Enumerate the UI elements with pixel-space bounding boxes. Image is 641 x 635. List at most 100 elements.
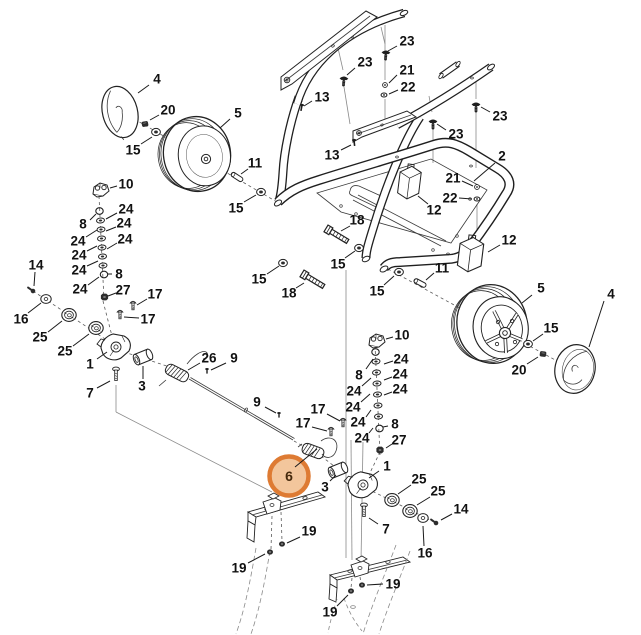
leader-line <box>361 377 372 387</box>
leader-line <box>303 100 313 107</box>
leader-line <box>286 536 301 544</box>
callout-18[interactable]: 18 <box>281 286 297 301</box>
highlight-part-6[interactable]: 6 <box>267 448 318 498</box>
leader-line <box>72 333 90 347</box>
callout-21[interactable]: 21 <box>399 63 415 78</box>
callout-16[interactable]: 16 <box>13 312 29 327</box>
leader-line <box>86 260 99 267</box>
callout-14[interactable]: 14 <box>28 258 44 273</box>
callout-24[interactable]: 24 <box>392 382 408 397</box>
handle-lower-assembly <box>352 60 496 143</box>
callout-9[interactable]: 9 <box>253 395 261 410</box>
callout-24[interactable]: 24 <box>392 367 408 382</box>
callout-25[interactable]: 25 <box>411 472 427 487</box>
callout-20[interactable]: 20 <box>160 103 175 118</box>
callout-21[interactable]: 21 <box>445 171 461 186</box>
callout-17[interactable]: 17 <box>310 402 325 417</box>
callout-10[interactable]: 10 <box>118 177 133 192</box>
callout-8[interactable]: 8 <box>115 267 123 282</box>
callout-7[interactable]: 7 <box>382 522 390 537</box>
callout-24[interactable]: 24 <box>117 232 133 247</box>
highlight-circle[interactable] <box>267 454 311 498</box>
callout-23[interactable]: 23 <box>448 127 464 142</box>
rail-left <box>235 491 327 635</box>
callout-24[interactable]: 24 <box>346 384 362 399</box>
callout-24[interactable]: 24 <box>393 352 409 367</box>
callout-17[interactable]: 17 <box>295 416 310 431</box>
callout-23[interactable]: 23 <box>357 55 373 70</box>
leader-line <box>109 185 118 189</box>
callout-17[interactable]: 17 <box>140 312 155 327</box>
callout-25[interactable]: 25 <box>32 330 48 345</box>
callout-12[interactable]: 12 <box>501 233 516 248</box>
callout-15[interactable]: 15 <box>125 143 141 158</box>
leader-line <box>336 594 349 607</box>
callout-3[interactable]: 3 <box>321 480 329 495</box>
callout-5[interactable]: 5 <box>537 281 545 296</box>
callout-24[interactable]: 24 <box>116 216 132 231</box>
callout-20[interactable]: 20 <box>511 363 526 378</box>
callout-22[interactable]: 22 <box>442 191 457 206</box>
callout-24[interactable]: 24 <box>350 415 366 430</box>
callout-8[interactable]: 8 <box>79 217 87 232</box>
callout-13[interactable]: 13 <box>324 148 340 163</box>
leader-line <box>311 426 328 432</box>
callout-22[interactable]: 22 <box>400 80 415 95</box>
callout-14[interactable]: 14 <box>453 502 469 517</box>
callout-12[interactable]: 12 <box>426 203 441 218</box>
callout-24[interactable]: 24 <box>71 248 87 263</box>
callout-26[interactable]: 26 <box>201 351 217 366</box>
callout-23[interactable]: 23 <box>399 34 415 49</box>
callout-15[interactable]: 15 <box>543 321 559 336</box>
callout-23[interactable]: 23 <box>492 109 508 124</box>
callout-6[interactable]: 6 <box>285 468 293 484</box>
callout-15[interactable]: 15 <box>330 257 346 272</box>
callout-24[interactable]: 24 <box>72 282 88 297</box>
callout-4[interactable]: 4 <box>607 287 615 302</box>
callout-25[interactable]: 25 <box>430 484 446 499</box>
callout-18[interactable]: 18 <box>349 213 365 228</box>
leader-line <box>346 67 356 76</box>
callout-8[interactable]: 8 <box>391 417 399 432</box>
callout-17[interactable]: 17 <box>147 287 162 302</box>
leader-line <box>47 320 63 333</box>
callout-4[interactable]: 4 <box>153 72 161 87</box>
callout-7[interactable]: 7 <box>86 386 94 401</box>
callout-27[interactable]: 27 <box>115 283 130 298</box>
callout-8[interactable]: 8 <box>355 368 363 383</box>
callout-19[interactable]: 19 <box>385 577 400 592</box>
callout-24[interactable]: 24 <box>345 400 361 415</box>
callout-19[interactable]: 19 <box>301 524 316 539</box>
leader-line <box>480 106 491 113</box>
callout-16[interactable]: 16 <box>417 546 433 561</box>
callout-15[interactable]: 15 <box>251 272 267 287</box>
callout-15[interactable]: 15 <box>369 284 385 299</box>
callout-24[interactable]: 24 <box>354 431 370 446</box>
callout-11[interactable]: 11 <box>435 261 450 276</box>
callout-25[interactable]: 25 <box>57 344 73 359</box>
callout-10[interactable]: 10 <box>394 328 409 343</box>
callout-1[interactable]: 1 <box>383 459 391 474</box>
callout-5[interactable]: 5 <box>234 106 242 121</box>
callout-19[interactable]: 19 <box>322 605 337 620</box>
callout-15[interactable]: 15 <box>228 201 244 216</box>
callout-24[interactable]: 24 <box>70 234 86 249</box>
callout-27[interactable]: 27 <box>391 433 406 448</box>
callout-9[interactable]: 9 <box>230 351 238 366</box>
callout-24[interactable]: 24 <box>71 263 87 278</box>
leader-line <box>136 298 148 306</box>
callout-19[interactable]: 19 <box>231 561 246 576</box>
leader-line <box>416 496 431 506</box>
callout-24[interactable]: 24 <box>118 202 134 217</box>
callout-11[interactable]: 11 <box>248 156 263 171</box>
callout-3[interactable]: 3 <box>138 379 146 394</box>
leader-line <box>96 380 111 389</box>
leader-line <box>387 45 398 52</box>
leader-line <box>368 470 380 479</box>
callout-2[interactable]: 2 <box>498 149 506 164</box>
callout-13[interactable]: 13 <box>314 90 330 105</box>
callout-1[interactable]: 1 <box>86 357 94 372</box>
leader-line <box>526 356 539 365</box>
leader-line <box>383 360 394 365</box>
